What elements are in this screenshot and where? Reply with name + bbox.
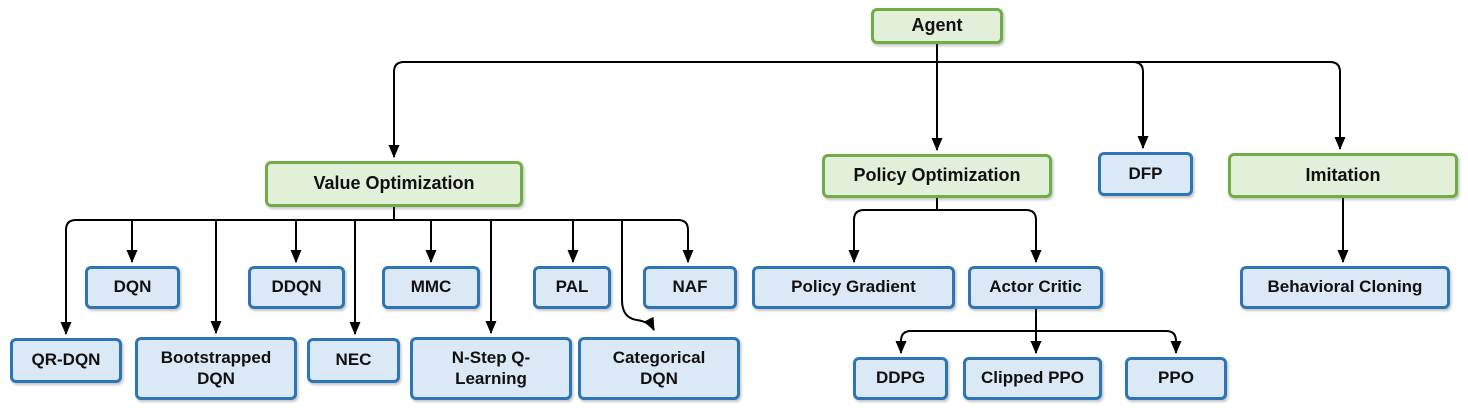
node-clipped-ppo: Clipped PPO [963,357,1102,400]
node-naf: NAF [643,266,737,309]
node-mmc: MMC [382,266,480,309]
node-ppo: PPO [1125,357,1227,400]
edge-value-optimization-naf [394,219,694,263]
node-dqn: DQN [85,266,180,309]
node-policy-gradient: Policy Gradient [752,266,955,309]
node-categorical-dqn: Categorical DQN [578,337,740,400]
edge-agent-imitation [937,61,1346,150]
edge-value-optimization-categorical-dqn [621,220,655,331]
node-behavioral-cloning: Behavioral Cloning [1240,266,1450,309]
node-ddpg: DDPG [853,357,948,400]
edge-value-optimization-qr-dqn [60,219,394,335]
node-n-step-q-learning: N-Step Q-Learning [410,337,572,400]
node-pal: PAL [533,266,611,309]
edge-policy-optimization-policy-gradient [848,209,937,263]
edge-agent-value-optimization [388,61,937,158]
node-agent: Agent [871,8,1003,44]
edge-policy-optimization-actor-critic [937,209,1042,263]
node-policy-optimization: Policy Optimization [822,154,1052,198]
node-imitation: Imitation [1228,153,1458,198]
edge-agent-dfp [937,61,1149,149]
node-bootstrapped-dqn: Bootstrapped DQN [135,337,297,400]
edge-actor-critic-ppo [1036,330,1182,354]
node-nec: NEC [307,338,400,383]
node-dfp: DFP [1098,152,1193,196]
node-value-optimization: Value Optimization [265,161,523,207]
node-qr-dqn: QR-DQN [10,338,122,383]
node-ddqn: DDQN [248,266,345,309]
node-actor-critic: Actor Critic [968,266,1103,309]
edge-actor-critic-ddpg [895,330,1036,354]
